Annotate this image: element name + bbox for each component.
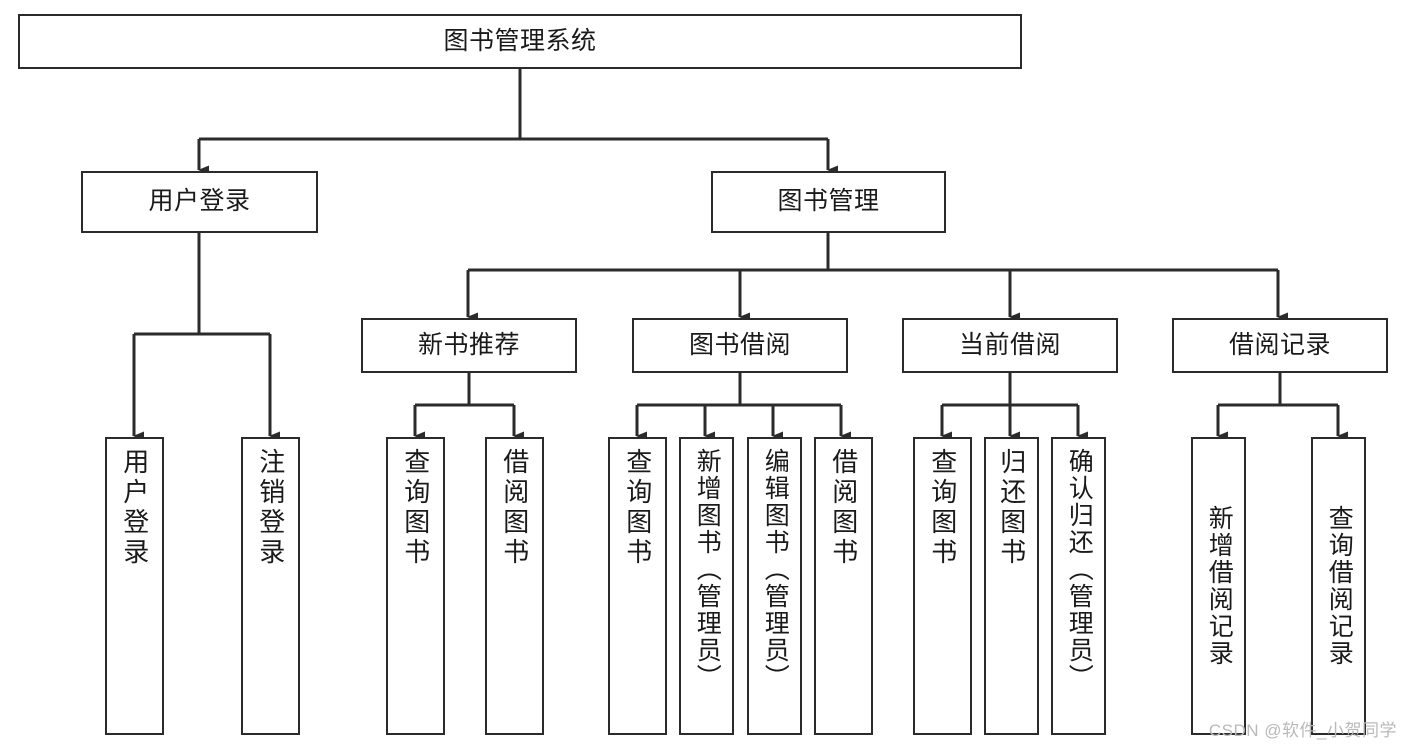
node-leaf-borrow-book-1[interactable]: 借阅图书 (485, 437, 544, 735)
node-leaf-query-record-label: 查询借阅记录 (1325, 505, 1354, 667)
node-book-borrow-label: 图书借阅 (688, 330, 791, 359)
node-leaf-edit-book-label: 编辑图书（管理员） (761, 448, 790, 691)
node-leaf-add-record-label: 新增借阅记录 (1205, 505, 1234, 667)
node-leaf-add-book[interactable]: 新增图书（管理员） (679, 437, 734, 735)
node-current-borrow[interactable]: 当前借阅 (902, 318, 1118, 373)
node-borrow-record[interactable]: 借阅记录 (1172, 318, 1388, 373)
node-current-borrow-label: 当前借阅 (958, 330, 1061, 359)
node-leaf-user-login-label: 用户登录 (119, 448, 150, 568)
node-user-login-label: 用户登录 (148, 187, 251, 216)
node-leaf-confirm-return[interactable]: 确认归还（管理员） (1051, 437, 1106, 735)
csdn-watermark: CSDN @软件_小贺同学 (1208, 721, 1397, 740)
node-leaf-query-book-1-label: 查询图书 (400, 448, 431, 568)
node-leaf-return-book[interactable]: 归还图书 (984, 437, 1039, 735)
node-root-label: 图书管理系统 (443, 26, 597, 55)
node-leaf-edit-book[interactable]: 编辑图书（管理员） (747, 437, 802, 735)
node-leaf-add-record[interactable]: 新增借阅记录 (1191, 437, 1246, 735)
node-book-borrow[interactable]: 图书借阅 (632, 318, 848, 373)
node-leaf-add-book-label: 新增图书（管理员） (693, 448, 722, 691)
node-leaf-query-book-2-label: 查询图书 (622, 448, 653, 568)
node-borrow-record-label: 借阅记录 (1228, 330, 1331, 359)
node-leaf-borrow-book-1-label: 借阅图书 (499, 448, 530, 568)
node-leaf-return-book-label: 归还图书 (996, 448, 1027, 568)
node-leaf-logout-login-label: 注销登录 (255, 448, 286, 568)
node-leaf-borrow-book-2[interactable]: 借阅图书 (814, 437, 873, 735)
node-book-manage-label: 图书管理 (777, 187, 880, 216)
node-leaf-logout-login[interactable]: 注销登录 (241, 437, 300, 735)
node-leaf-query-book-3-label: 查询图书 (927, 448, 958, 568)
node-new-book-recommend-label: 新书推荐 (417, 330, 520, 359)
node-leaf-confirm-return-label: 确认归还（管理员） (1065, 448, 1094, 691)
node-leaf-query-book-1[interactable]: 查询图书 (386, 437, 445, 735)
node-user-login[interactable]: 用户登录 (81, 171, 318, 233)
node-leaf-query-record[interactable]: 查询借阅记录 (1311, 437, 1366, 735)
node-leaf-query-book-2[interactable]: 查询图书 (608, 437, 667, 735)
node-leaf-user-login[interactable]: 用户登录 (105, 437, 164, 735)
node-leaf-query-book-3[interactable]: 查询图书 (913, 437, 972, 735)
node-root[interactable]: 图书管理系统 (18, 14, 1022, 69)
connector-lines (132, 69, 1348, 441)
node-new-book-recommend[interactable]: 新书推荐 (361, 318, 577, 373)
node-book-manage[interactable]: 图书管理 (711, 171, 946, 233)
node-leaf-borrow-book-2-label: 借阅图书 (828, 448, 859, 568)
